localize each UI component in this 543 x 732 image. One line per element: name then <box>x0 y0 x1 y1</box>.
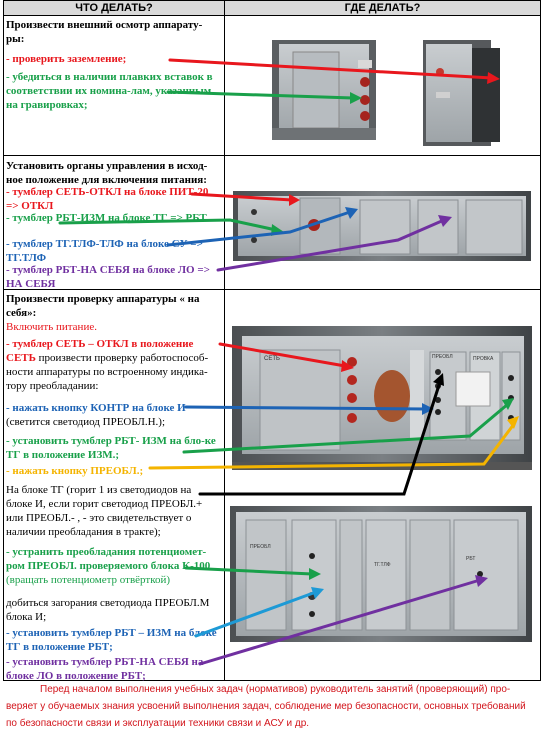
photo-front-panel <box>272 40 376 140</box>
table-border-bottom <box>3 680 541 681</box>
section3-step9: - установить тумблер РБТ-НА СЕБЯ на блок… <box>6 656 204 682</box>
arrow-tg-block <box>198 380 442 496</box>
section3-step6: - устранить преобладания потенциомет-ром… <box>6 545 220 587</box>
arrow-power-on <box>218 342 347 368</box>
section3-step1: - тумблер СЕТЬ – ОТКЛ в положение СЕТЬ п… <box>6 337 220 393</box>
section3-power-on: Включить питание. <box>6 321 97 333</box>
photo-rack-row <box>233 191 531 261</box>
section2-item-tg-tlf: - тумблер ТГ.ТЛФ-ТЛФ на блоке СУ => ТГ.Т… <box>6 238 203 264</box>
section3-step6-note: (вращать потенциометр отвёрткой) <box>6 574 171 586</box>
arrow-rbt-self <box>216 218 446 272</box>
photo-label-preobl-2: ПРЕОБЛ <box>250 544 271 550</box>
header-where: ГДЕ ДЕЛАТЬ? <box>225 1 540 15</box>
table-column-divider <box>224 0 225 680</box>
section2-item-power-switch: - тумблер СЕТЬ-ОТКЛ на блоке ПИТ-20 => О… <box>6 186 209 212</box>
table-border-top <box>3 0 541 1</box>
table-border-left <box>3 0 4 680</box>
arrow-fuses <box>166 90 355 100</box>
section1-item-grounding: - проверить заземление; <box>6 53 127 65</box>
photo-label-seti: СЕТЬ <box>264 356 280 362</box>
photo-rack-power-unit: СЕТЬ ПРЕОБЛ ПРОВКА <box>232 326 532 470</box>
arrow-rbt-lo <box>198 578 482 666</box>
photo-side-unit <box>423 40 500 146</box>
arrow-preobl <box>148 422 516 470</box>
arrow-rbt-tg <box>194 590 318 638</box>
arrow-power-switch <box>190 192 294 202</box>
section3-step1-action: - тумблер СЕТЬ – ОТКЛ в положение СЕТЬ <box>6 338 194 364</box>
section3-title: Произвести проверку аппаратуры « на себя… <box>6 293 200 319</box>
photo-label-tg: ТГ.ТЛФ <box>374 562 391 568</box>
photo-label-preobl: ПРЕОБЛ <box>432 354 453 360</box>
section3-step7: добиться загорания светодиода ПРЕОБЛ.М б… <box>6 597 210 623</box>
arrow-kontr <box>184 405 428 411</box>
row-divider-1 <box>3 155 541 156</box>
section3-step1-desc: произвести проверку работоспособ-ности а… <box>6 352 209 392</box>
footer-note: Перед началом выполнения учебных задач (… <box>6 684 526 729</box>
section3-step2: - нажать кнопку КОНТР на блоке И (светит… <box>6 401 220 429</box>
section3-step2-action: - нажать кнопку КОНТР на блоке И <box>6 402 186 414</box>
section2-title: Установить органы управления в исход-ное… <box>6 160 208 186</box>
arrow-tg-tlf <box>166 210 352 247</box>
section2-item-rbt-self: - тумблер РБТ-НА СЕБЯ на блоке ЛО => НА … <box>6 264 210 290</box>
header-what: ЧТО ДЕЛАТЬ? <box>4 1 224 15</box>
arrow-grounding <box>168 58 494 80</box>
section3-step6-action: - устранить преобладания потенциомет-ром… <box>6 546 211 572</box>
section3-step4: - нажать кнопку ПРЕОБЛ.; <box>6 465 144 477</box>
section1-item-fuses: - убедиться в наличии плавких вставок в … <box>6 71 213 111</box>
section3-step8: - установить тумблер РБТ – ИЗМ на блоке … <box>6 627 217 653</box>
photo-label-proverka: ПРОВКА <box>473 356 494 362</box>
arrow-rbt-izm <box>58 218 278 232</box>
table-border-right <box>540 0 541 680</box>
arrows <box>58 58 519 666</box>
header-divider <box>3 15 541 16</box>
section3-step2-note: (светится светодиод ПРЕОБЛ.Н.); <box>6 416 166 428</box>
arrow-potentiometer <box>184 566 314 576</box>
photo-rack-units: ПРЕОБЛ ТГ.ТЛФ РБТ <box>230 506 532 642</box>
row-divider-2 <box>3 289 541 290</box>
section3-step5: На блоке ТГ (горит 1 из светодиодов на б… <box>6 484 203 538</box>
section1-title: Произвести внешний осмотр аппарату-ры: <box>6 19 203 45</box>
photo-label-rbt: РБТ <box>466 556 475 562</box>
arrow-izm <box>182 402 510 454</box>
section3-step3: - установить тумблер РБТ- ИЗМ на бло-ке … <box>6 435 216 461</box>
